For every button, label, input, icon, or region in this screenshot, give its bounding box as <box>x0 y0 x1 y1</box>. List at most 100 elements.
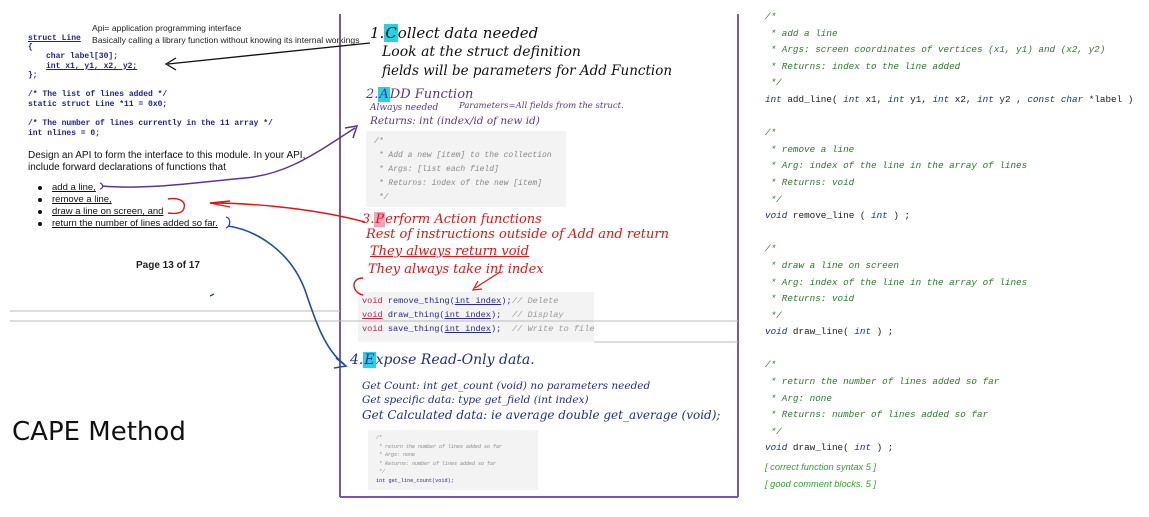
function-declaration: void remove_line ( int ) ; <box>765 210 911 222</box>
function-declaration: int add_line( int x1, int y1, int x2, in… <box>765 93 1134 105</box>
bullet-dot <box>38 221 42 226</box>
red-arrow <box>209 202 366 223</box>
func-save-thing: void save_thing(int index); <box>362 324 501 334</box>
comment-line: */ <box>765 77 782 89</box>
step3-number: 3. <box>362 212 375 227</box>
count-func-decl: int get_line_count(void); <box>376 478 454 484</box>
cape-method-title: CAPE Method <box>12 417 186 447</box>
bullet-dot <box>38 209 42 214</box>
function-declaration: void draw_line( int ) ; <box>765 326 894 338</box>
comment-line: /* <box>376 435 383 441</box>
count-comment-box: /* * return the number of lines added so… <box>368 430 538 490</box>
code-struct-line: struct Line <box>28 34 81 43</box>
step4-title: xpose Read-Only data. <box>375 352 535 368</box>
func-comment: // Delete <box>512 296 559 306</box>
api-note-line1: Api= application programming interface <box>92 23 242 33</box>
comment-line: /* <box>374 137 384 146</box>
func-arg: int index <box>444 324 491 334</box>
comment-line: * Args: [list each field] <box>374 165 499 174</box>
comment-line: * Returns: index of the new [item] <box>374 179 543 188</box>
func-arg: int index <box>444 310 491 320</box>
purple-arrow <box>101 127 356 188</box>
red-arrowhead <box>209 200 231 208</box>
func-return-type: void <box>362 324 383 334</box>
comment-line: * return the number of lines added so fa… <box>376 443 503 450</box>
bullet-text: add a line, <box>52 182 96 193</box>
step2-number: 2. <box>366 87 379 102</box>
step2-heading: 2.ADD Function <box>366 87 473 102</box>
comment-line: */ <box>765 309 782 321</box>
comment-line: */ <box>376 469 386 475</box>
step2-letter: A <box>378 87 390 102</box>
comment-line: * remove a line <box>765 143 855 155</box>
code-nlines: int nlines = 0; <box>28 129 101 138</box>
count-comment-text: /* * return the number of lines added so… <box>376 434 502 477</box>
bullet-dot <box>38 185 42 190</box>
comment-line: */ <box>765 193 782 205</box>
step3-line4: They always take int index <box>368 262 544 277</box>
bullet-item: remove a line, <box>38 194 112 205</box>
func-comment: // Display <box>512 310 564 320</box>
red-pointer-head <box>471 280 483 291</box>
comment-line: */ <box>374 193 389 202</box>
code-char-label: char label[30]; <box>46 52 119 61</box>
step1-heading: 1.Collect data needed <box>370 24 538 42</box>
func-arg: int index <box>454 296 502 306</box>
step1-title: ollect data needed <box>397 24 539 42</box>
step4-letter: E <box>363 352 376 368</box>
bullet-item: draw a line on screen, and <box>38 206 163 217</box>
blue-arrowhead <box>333 357 348 369</box>
bullet-item: add a line, <box>38 182 96 193</box>
design-paragraph: Design an API to form the interface to t… <box>28 150 306 173</box>
code-static-line: static struct Line *11 = 0x0; <box>28 100 168 109</box>
comment-line: * Returns: void <box>765 293 855 305</box>
comment-line: * Arg: none <box>765 392 832 404</box>
add-comment-text: /* * Add a new [item] to the collection … <box>374 135 552 205</box>
page-number: Page 13 of 17 <box>136 260 200 271</box>
comment-line: * Args: screen coordinates of vertices (… <box>765 44 1106 56</box>
comment-line: * Returns: number of lines added so far <box>376 460 497 467</box>
step4-line3: Get specific data: type get_field (int i… <box>362 394 589 406</box>
func-draw-thing: void draw_thing(int index); <box>362 310 501 320</box>
func-name: draw_thing( <box>387 310 445 320</box>
comment-line: /* <box>765 243 777 255</box>
api-comment-block: /* * add a line * Args: screen coordinat… <box>765 9 1133 109</box>
func-remove-thing: void remove_thing(int index); <box>362 296 512 306</box>
comment-line: * draw a line on screen <box>765 259 899 271</box>
comment-line: * Arg: index of the line in the array of… <box>765 276 1028 288</box>
black-arrowhead <box>164 57 177 71</box>
func-return-type: void <box>362 310 383 320</box>
api-note-line2: Basically calling a library function wit… <box>92 35 360 45</box>
step1-line3: fields will be parameters for Add Functi… <box>382 63 673 79</box>
step3-heading: 3.Perform Action functions <box>362 212 542 227</box>
comment-line: * return the number of lines added so fa… <box>765 376 1000 388</box>
comment-line: /* <box>765 359 777 371</box>
step1-letter: C <box>384 24 398 42</box>
red-bracket-funcs <box>353 277 364 296</box>
step2-title: DD Function <box>389 87 474 102</box>
func-name: remove_thing( <box>387 296 455 306</box>
grade-comments: [ good comment blocks. 5 ] <box>765 479 877 489</box>
step4-number: 4. <box>350 352 364 368</box>
func-name: save_thing( <box>387 324 445 334</box>
func-comment: // Write to file <box>512 324 595 334</box>
code-int-coords: int x1, y1, x2, y2; <box>46 62 138 71</box>
code-comment-list: /* The list of lines added */ <box>28 90 168 99</box>
func-return-type: void <box>362 296 383 306</box>
purple-bracket <box>99 182 104 190</box>
bullet-text: return the number of lines added so far. <box>52 218 218 229</box>
step3-line3: They always return void <box>370 244 530 259</box>
step1-line2: Look at the struct definition <box>382 44 581 60</box>
add-comment-box: /* * Add a new [item] to the collection … <box>366 131 566 207</box>
code-comment-count: /* The number of lines currently in the … <box>28 119 273 128</box>
comment-line: * Args: none <box>376 452 416 458</box>
bullet-text: remove a line, <box>52 194 112 205</box>
comment-line: * Returns: number of lines added so far <box>765 409 989 421</box>
step1-number: 1. <box>370 24 385 42</box>
comment-line: * Returns: index to the line added <box>765 60 961 72</box>
step3-title: erform Action functions <box>385 212 542 227</box>
func-end: ); <box>501 296 512 306</box>
blue-arrow <box>227 225 345 365</box>
bullet-item: return the number of lines added so far. <box>38 218 218 229</box>
